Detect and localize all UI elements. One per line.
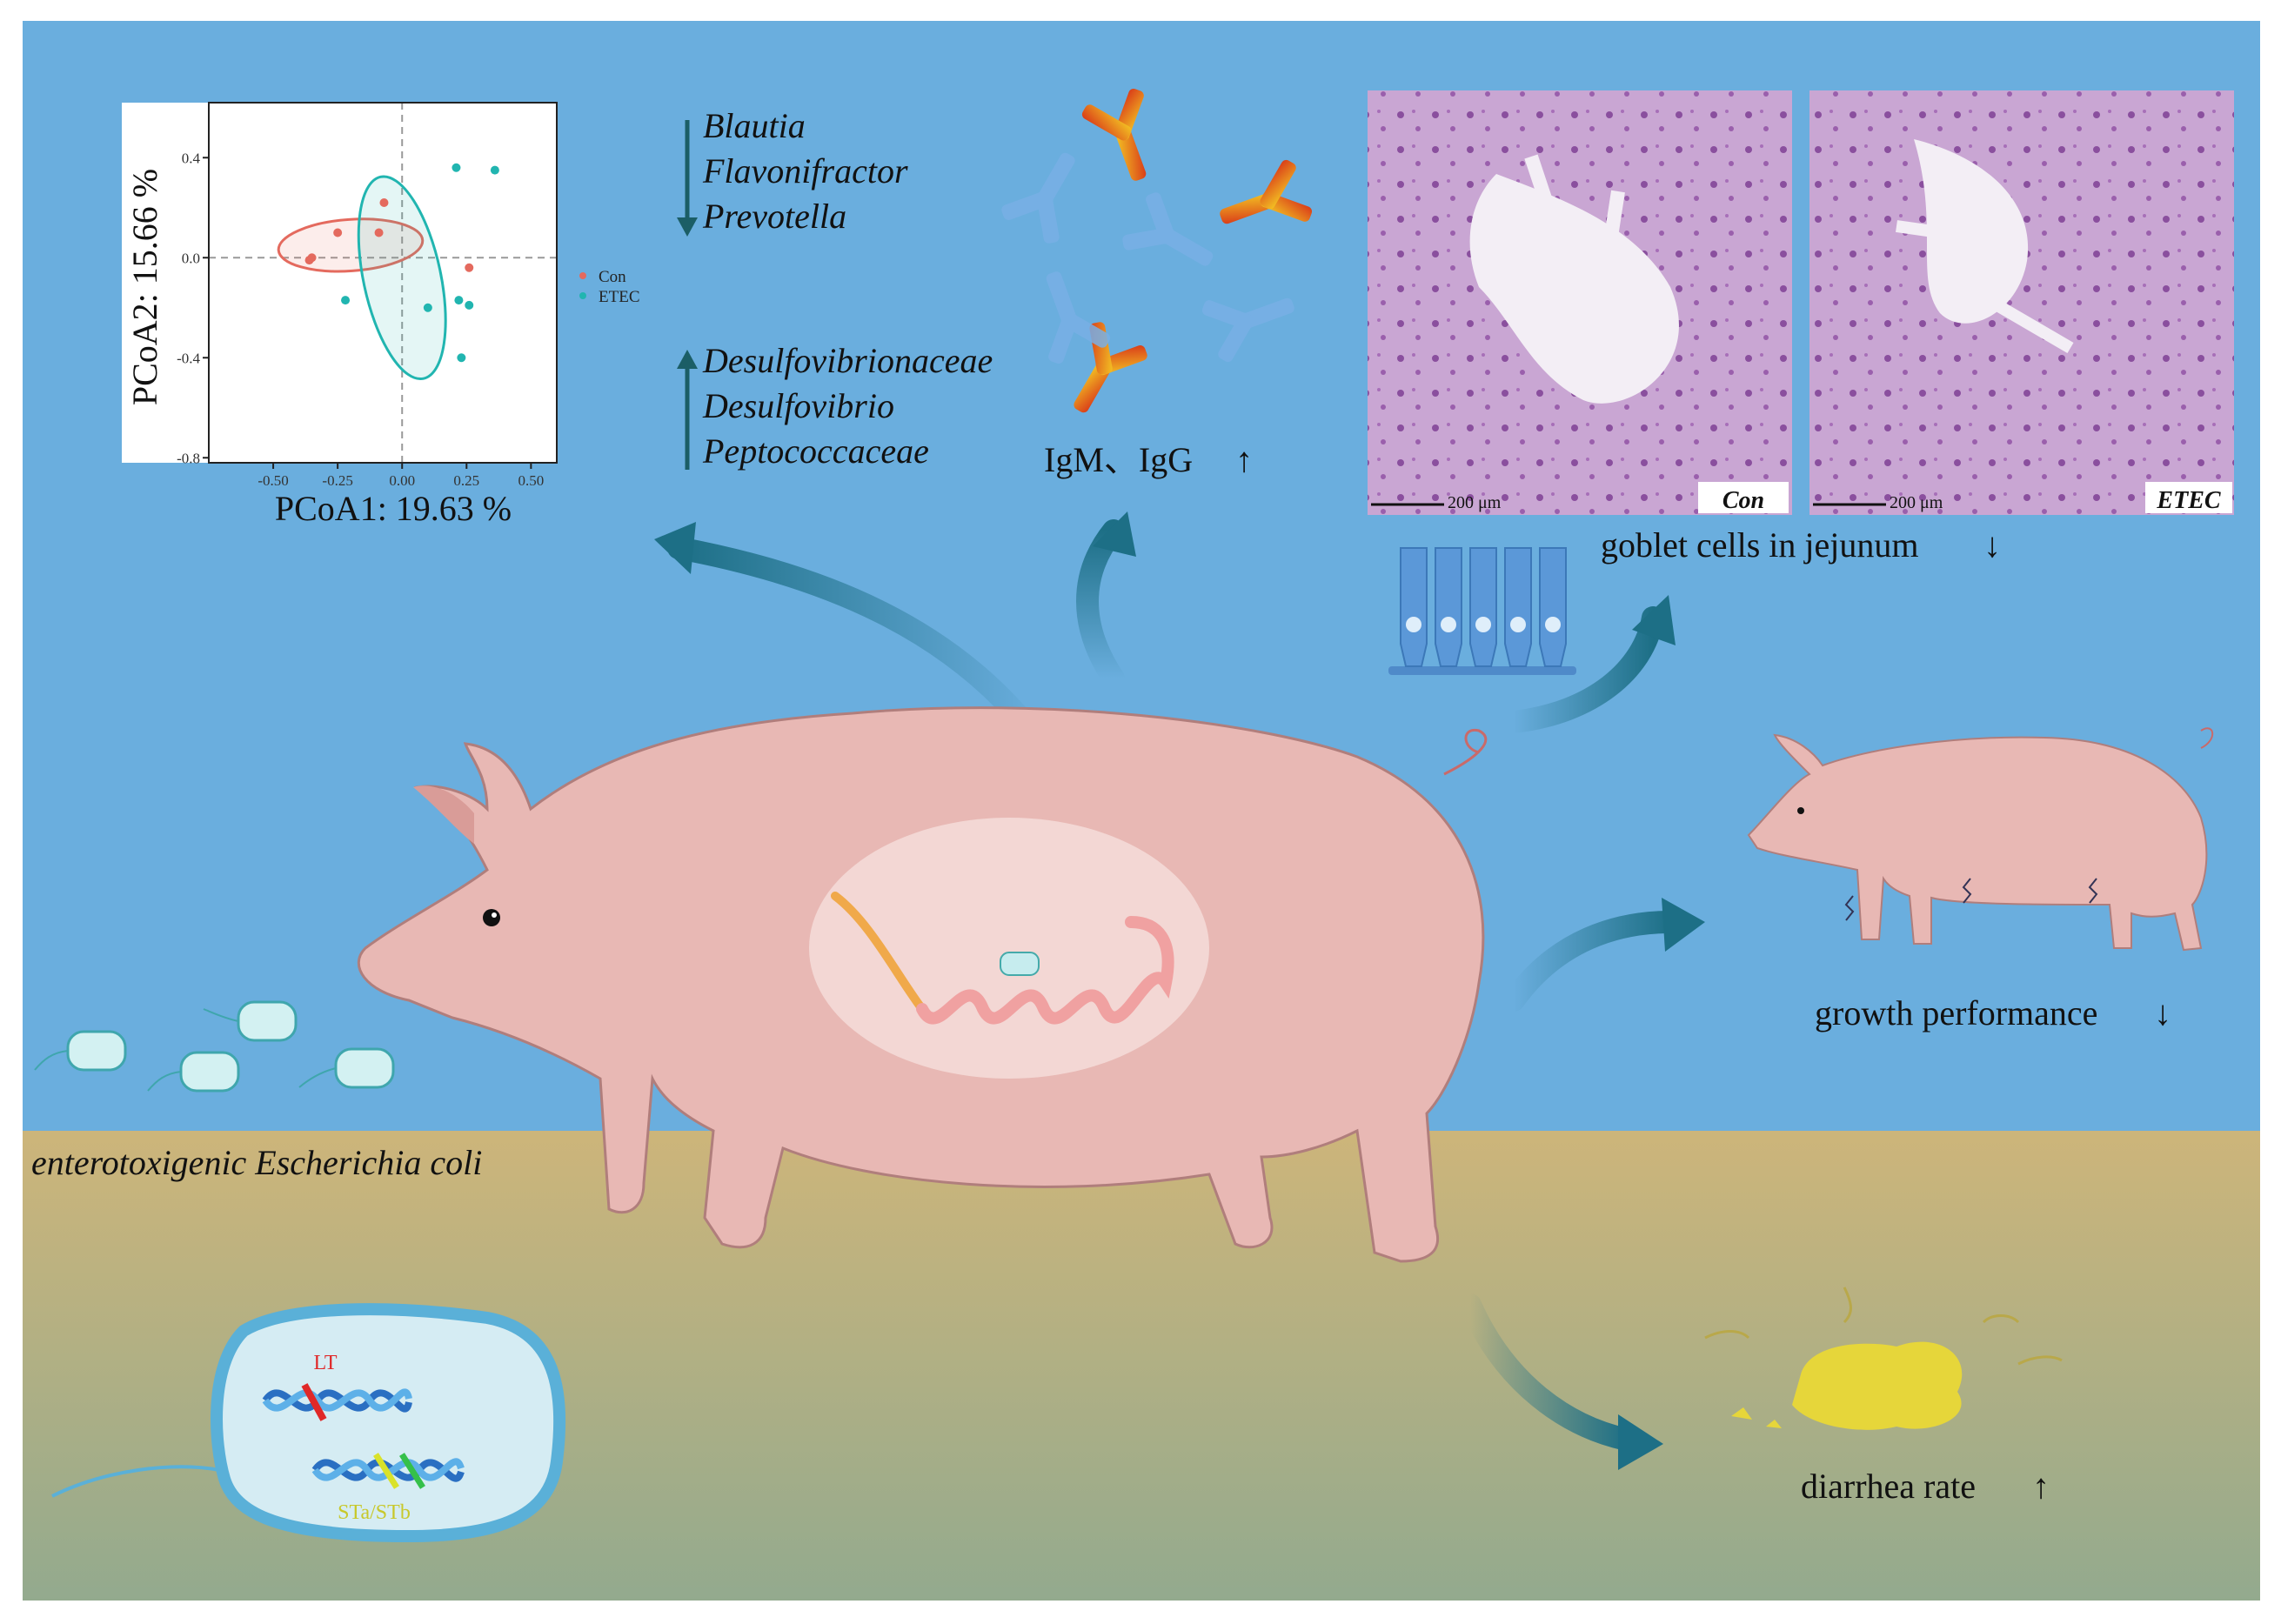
decreased-taxon-2: Flavonifractor <box>702 151 908 190</box>
point-con <box>374 228 384 237</box>
increased-taxon-3: Peptococcaceae <box>702 431 929 471</box>
goblet-cells-caption: goblet cells in jejunum <box>1601 525 1919 565</box>
flow-arrows <box>654 511 1705 1470</box>
decrease-arrow-icon <box>677 217 698 237</box>
pig-eye-icon <box>483 909 500 926</box>
legend-etec-label: ETEC <box>599 288 640 306</box>
legend-con-marker <box>579 272 586 279</box>
legend-etec-marker <box>579 292 586 299</box>
arrow-to-diarrhea-head-icon <box>1618 1414 1663 1470</box>
pcoa-y-axis-label: PCoA2: 15.66 % <box>125 169 164 405</box>
arrow-to-microbiota-head-icon <box>654 522 696 574</box>
point-etec <box>423 303 432 312</box>
x-tick-label: 0.00 <box>389 472 415 489</box>
point-con <box>465 263 474 272</box>
microbiota-panel: Blautia Flavonifractor Prevotella Desulf… <box>677 106 993 471</box>
bacterium-icon <box>1000 952 1040 976</box>
antibody-blue-icon <box>1122 192 1214 266</box>
bacterium-icon <box>147 1051 240 1093</box>
x-tick-label: 0.25 <box>453 472 479 489</box>
pig-illustration <box>357 706 1488 1263</box>
y-tick-label: -0.4 <box>177 350 200 366</box>
arrow-to-growth <box>1502 911 1682 1012</box>
point-etec <box>452 163 461 172</box>
point-etec <box>341 296 351 305</box>
x-tick-label: -0.25 <box>322 472 352 489</box>
pig-ear-icon <box>413 785 474 844</box>
decreased-taxon-3: Prevotella <box>702 197 846 236</box>
immunoglobulin-trend-icon: ↑ <box>1235 440 1253 479</box>
pcoa-plot-frame <box>208 102 558 464</box>
dna-lt-icon <box>262 1383 412 1421</box>
increase-arrow-icon <box>677 350 698 369</box>
diarrhea-icon <box>1704 1287 2063 1430</box>
antibody-blue-icon <box>1046 271 1111 364</box>
arrow-to-goblet-cells-head-icon <box>1632 595 1676 645</box>
immunoglobulin-label: IgM、IgG <box>1044 440 1193 479</box>
intestine-icon <box>831 892 1174 1025</box>
histology-etec-label: ETEC <box>2156 487 2220 514</box>
increased-taxon-2: Desulfovibrio <box>702 386 894 425</box>
histology-con-scale: 200 μm <box>1448 493 1502 512</box>
pcoa-ticks: -0.50 -0.25 0.00 0.25 0.50 -0.8 -0.4 0.0 0.4 <box>177 150 544 489</box>
histology-etec-scale: 200 μm <box>1890 493 1943 512</box>
point-con <box>307 253 317 263</box>
antibody-red-icon <box>1220 159 1313 224</box>
arrow-to-goblet-cells <box>1502 606 1664 733</box>
point-etec <box>490 165 499 175</box>
confidence-ellipse-etec <box>357 175 447 381</box>
increased-taxon-1: Desulfovibrionaceae <box>702 341 993 380</box>
legend-con-label: Con <box>599 268 626 286</box>
x-tick-label: 0.50 <box>518 472 544 489</box>
histology-panel: Con 200 μm ETEC 200 μm goblet cells in j… <box>1368 90 2234 675</box>
pcoa-panel: -0.50 -0.25 0.00 0.25 0.50 -0.8 -0.4 0.0 0.4 PCo… <box>122 102 640 528</box>
histology-con-image: Con 200 μm <box>1368 90 1792 515</box>
etec-cell-diagram: LT STa/STb <box>51 1303 566 1543</box>
point-con <box>379 198 389 207</box>
bacterium-icon <box>298 1047 395 1089</box>
point-etec <box>465 300 474 310</box>
growth-label: growth performance <box>1815 993 2097 1033</box>
diarrhea-label: diarrhea rate <box>1801 1467 1976 1506</box>
arrow-to-growth-head-icon <box>1662 898 1705 952</box>
histology-con-label: Con <box>1722 487 1764 514</box>
goblet-trend-icon: ↓ <box>1983 525 2001 565</box>
etec-label: enterotoxigenic Escherichia coli <box>31 1143 482 1182</box>
antibody-panel: IgM、IgG ↑ <box>1001 88 1313 479</box>
point-con <box>333 228 343 237</box>
antibody-blue-icon <box>1001 152 1075 244</box>
pcoa-x-axis-label: PCoA1: 19.63 % <box>275 489 512 528</box>
arrow-to-diarrhea <box>1459 1293 1638 1451</box>
x-tick-label: -0.50 <box>258 472 288 489</box>
y-tick-label: 0.0 <box>182 250 200 266</box>
pcoa-legend: Con ETEC <box>579 268 640 306</box>
growth-trend-icon: ↓ <box>2154 993 2171 1033</box>
y-tick-label: -0.8 <box>177 450 200 466</box>
lt-gene-label: LT <box>313 1352 337 1374</box>
flagellum-icon <box>51 1465 220 1498</box>
antibody-red-icon <box>1081 88 1147 181</box>
pcoa-plot-background <box>122 103 557 463</box>
pig-abdomen-window <box>809 818 1209 1079</box>
antibody-blue-icon <box>1201 297 1294 363</box>
decreased-taxon-1: Blautia <box>703 106 806 145</box>
arrow-to-microbiota <box>667 537 1055 759</box>
bacterium-icon <box>203 1000 298 1042</box>
dna-st-icon <box>311 1453 465 1489</box>
histology-etec-image: ETEC 200 μm <box>1809 90 2234 515</box>
st-gene-label: STa/STb <box>338 1501 411 1524</box>
goblet-cells-icon <box>1388 547 1576 675</box>
arrow-to-antibodies-head-icon <box>1093 511 1136 557</box>
bacterium-icon <box>34 1030 127 1072</box>
small-pig-icon <box>1747 727 2214 952</box>
pig-tail-icon <box>1443 728 1488 776</box>
diarrhea-trend-icon: ↑ <box>2032 1467 2050 1506</box>
point-etec <box>457 353 466 363</box>
bacteria-cluster <box>34 1000 395 1093</box>
pcoa-marks <box>209 103 557 463</box>
point-etec <box>454 296 464 305</box>
y-tick-label: 0.4 <box>182 150 201 166</box>
